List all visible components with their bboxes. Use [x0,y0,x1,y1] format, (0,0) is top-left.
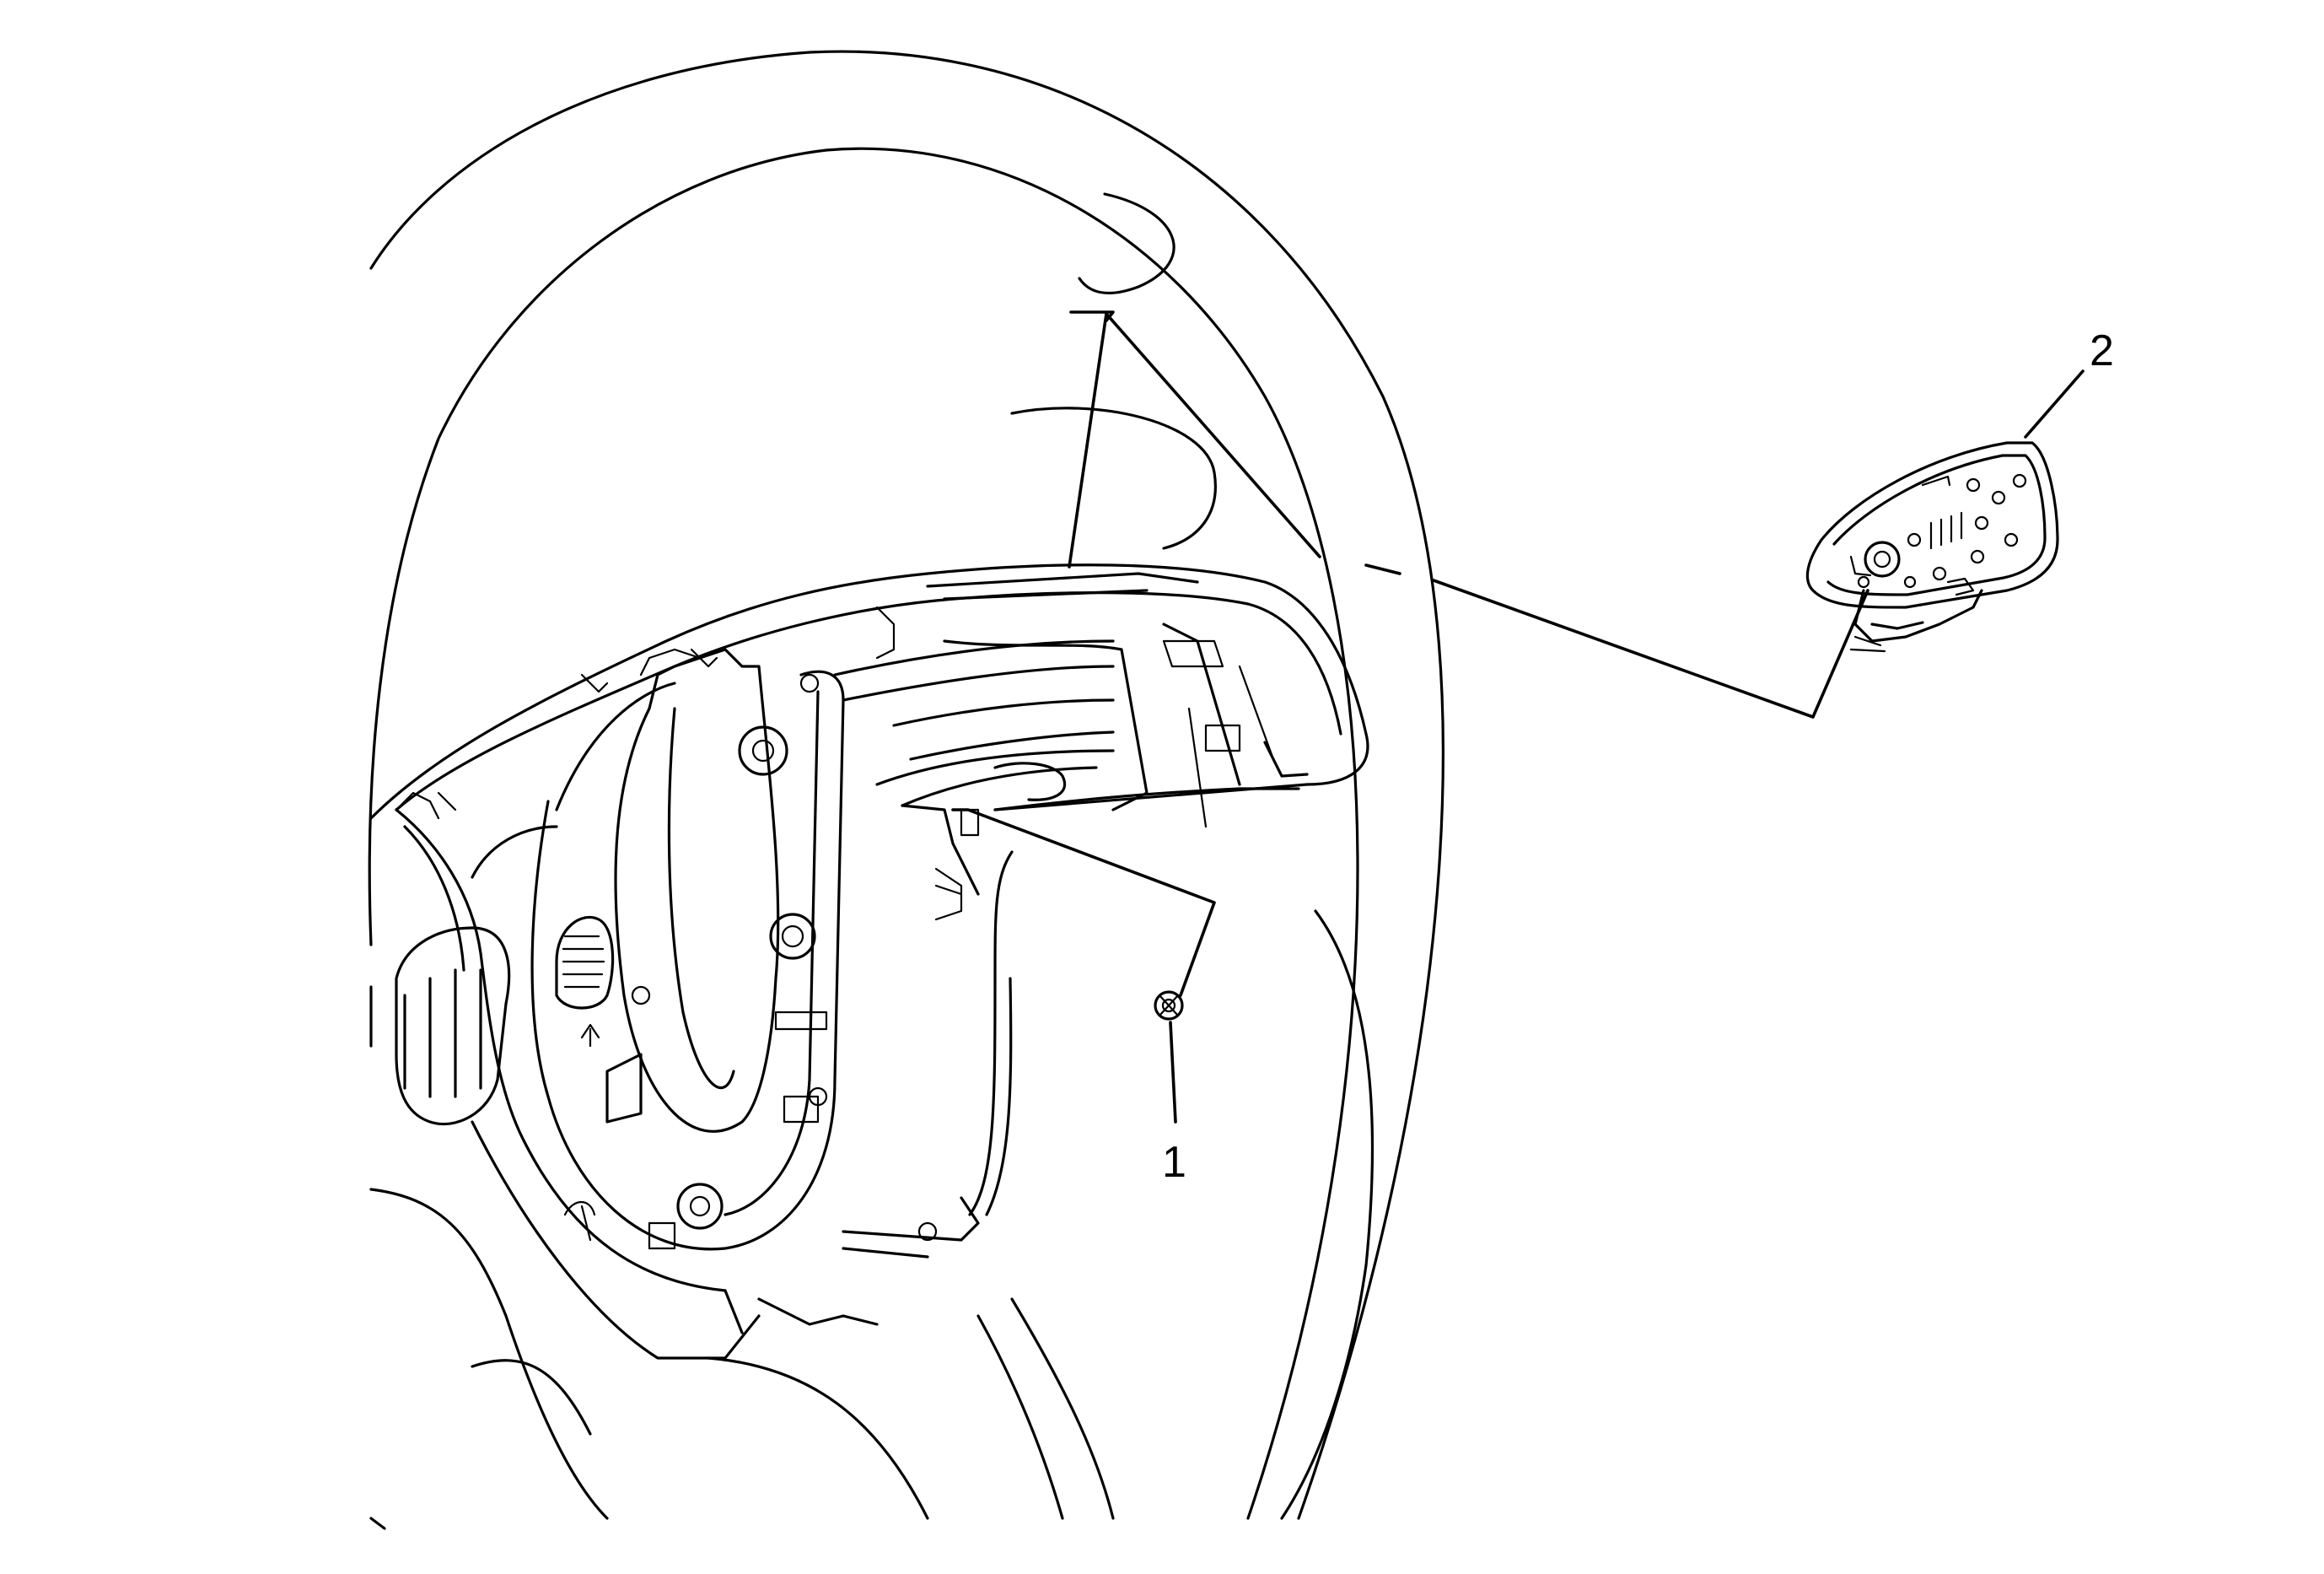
leader-line-1-callout [1169,1021,1177,1124]
callout-label-1: 1 [1162,1138,1186,1187]
steering-wheel-rim [368,50,1444,1520]
left-spoke-switch-pad [369,926,511,1126]
fastener-1 [1154,990,1184,1021]
leader-lines [951,310,2085,1124]
hub-housing [369,563,1369,828]
leader-line-2-callout [2024,369,2085,439]
hub-details [395,606,980,1250]
hub-lower [395,808,1014,1360]
callout-label-2: 2 [2090,326,2114,375]
steering-wheel-lower-rim [369,909,1374,1530]
switch-assembly-2 [1805,441,2059,653]
hub-fins [833,639,1300,896]
leader-line-1 [951,808,1216,997]
